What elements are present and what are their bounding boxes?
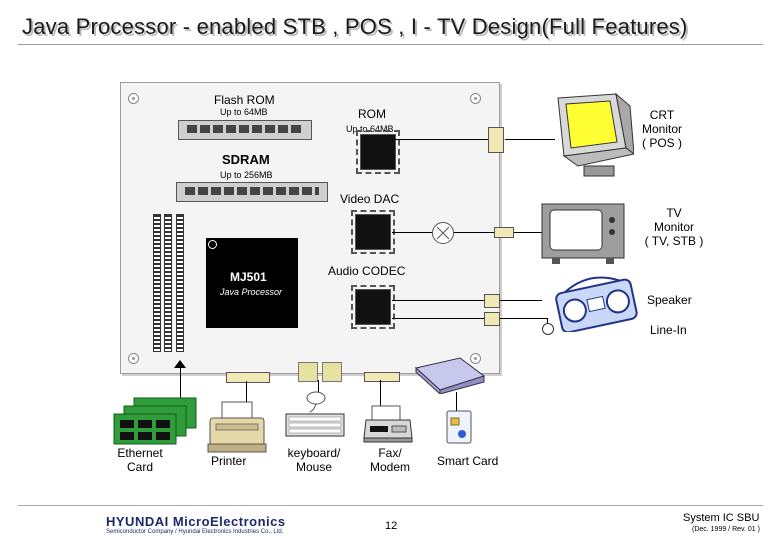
mount-hole-icon (470, 93, 481, 104)
footer-revision: (Dec. 1999 / Rev. 01 ) (692, 526, 760, 533)
fax-line (380, 380, 381, 406)
mj501-processor-chip: MJ501 Java Processor (206, 238, 298, 328)
keyboard-mouse-icon (284, 388, 346, 440)
video-dac-chip-icon (351, 210, 395, 254)
keyboard-line (318, 380, 319, 398)
flash-rom-label: Flash ROM (214, 93, 275, 107)
printer-line (246, 381, 247, 403)
mount-hole-icon (128, 353, 139, 364)
ethernet-line (180, 362, 181, 412)
sdram-label: SDRAM (222, 152, 270, 167)
printer-label: Printer (211, 454, 247, 468)
line-in-signal-line (392, 318, 547, 319)
tv-monitor-icon (540, 200, 626, 266)
speaker-jack-icon (484, 294, 500, 308)
arrow-up-icon (174, 360, 186, 368)
line-in-label: Line-In (650, 323, 687, 337)
audio-codec-chip-icon (351, 285, 395, 329)
ps2-keyboard-port-icon (298, 362, 318, 382)
title-divider (18, 44, 763, 45)
sdram-capacity: Up to 256MB (220, 170, 273, 180)
ps2-mouse-port-icon (322, 362, 342, 382)
smart-card-line (456, 392, 457, 422)
company-logo-subtitle: Semiconductor Company / Hyundai Electron… (106, 529, 284, 535)
line-in-jack-icon (484, 312, 500, 326)
ethernet-label-line1: Ethernet (117, 446, 163, 460)
crt-label-line2: Monitor (641, 122, 682, 136)
keyboard-label: keyboard/ Mouse (278, 446, 350, 474)
fax-label-line1: Fax/ (378, 446, 402, 460)
smart-card-icon (446, 410, 472, 444)
crt-label-line3: ( POS ) (641, 136, 682, 150)
tv-label: TV Monitor ( TV, STB ) (636, 206, 712, 248)
boombox-speaker-icon (554, 276, 638, 334)
flash-rom-capacity: Up to 64MB (220, 107, 268, 117)
tv-label-line3: ( TV, STB ) (644, 234, 704, 248)
speaker-signal-line (392, 300, 542, 301)
vga-connector-icon (488, 127, 504, 153)
printer-port-icon (226, 372, 270, 383)
fax-label-line2: Modem (369, 460, 410, 474)
fax-modem-icon (362, 404, 414, 444)
line-in-lead-line (547, 318, 548, 326)
expansion-slot-icon (164, 214, 172, 352)
cpu-description: Java Processor (220, 287, 283, 297)
footer-organization: System IC SBU (683, 512, 760, 524)
tv-label-line2: Monitor (653, 220, 694, 234)
page-number: 12 (385, 520, 398, 532)
ethernet-label-line2: Card (126, 460, 153, 474)
crt-monitor-icon (550, 92, 636, 184)
tv-signal-line (392, 232, 542, 233)
fax-label: Fax/ Modem (362, 446, 418, 474)
video-dac-label: Video DAC (340, 192, 400, 206)
ethernet-card-icon (112, 396, 200, 448)
microphone-plug-icon (542, 323, 554, 335)
crt-label: CRT Monitor ( POS ) (636, 108, 688, 150)
footer-divider (18, 505, 763, 506)
rom-label: ROM (358, 107, 386, 121)
tv-label-line1: TV (666, 206, 682, 220)
crt-label-line1: CRT (649, 108, 675, 122)
mount-hole-icon (128, 93, 139, 104)
cpu-label: MJ501 (230, 270, 267, 284)
serial-port-icon (364, 372, 400, 382)
sdram-module-icon (176, 182, 328, 202)
audio-codec-label: Audio CODEC (328, 264, 406, 278)
ethernet-label: Ethernet Card (108, 446, 172, 474)
speaker-label: Speaker (647, 293, 692, 307)
smart-card-reader-icon (414, 356, 486, 396)
rom-capacity: Up to 64MB (346, 124, 394, 134)
flash-rom-module-icon (178, 120, 312, 140)
composite-connector-icon (494, 227, 514, 238)
crt-cable-line (505, 139, 555, 140)
keyboard-label-line1: keyboard/ (287, 446, 341, 460)
printer-icon (204, 400, 268, 454)
rom-chip-icon (356, 130, 400, 174)
crt-signal-line (392, 139, 490, 140)
page-title: Java Processor - enabled STB , POS , I -… (22, 14, 688, 39)
expansion-slot-icon (176, 214, 184, 352)
pin1-marker-icon (208, 240, 217, 249)
expansion-slot-icon (153, 214, 161, 352)
mount-hole-icon (470, 353, 481, 364)
rf-modulator-icon (432, 222, 454, 244)
keyboard-label-line2: Mouse (295, 460, 333, 474)
smart-card-label: Smart Card (437, 454, 499, 468)
company-logo: HYUNDAI MicroElectronics (106, 514, 286, 529)
